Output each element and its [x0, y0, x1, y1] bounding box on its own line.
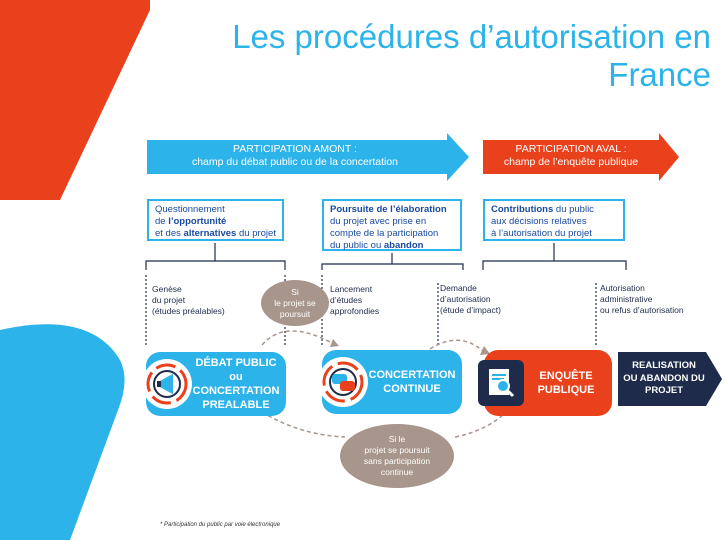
step-lancement-line-1: Lancement — [330, 284, 373, 294]
final-line-3: PROJET — [644, 385, 683, 396]
box-poursuite-line-3: compte de la participation — [330, 228, 439, 239]
box-poursuite-line-1: Poursuite de l’élaboration — [330, 204, 454, 216]
box-contributions-line-3: à l’autorisation du projet — [491, 228, 592, 239]
box-opportunite-line-1: Questionnement — [155, 204, 225, 215]
text-part: de — [155, 216, 169, 227]
text-bold: Contributions — [491, 204, 554, 215]
text-bold: Poursuite de l’élaboration — [330, 204, 447, 215]
step-genese-line-1: Genèse — [152, 284, 182, 294]
oval-top-line-2: le projet se — [274, 297, 316, 308]
step-lancement-line-3: approfondies — [330, 306, 380, 316]
phase-concertation-continue: CONCERTATION CONTINUE — [318, 350, 462, 414]
text-part: et des — [155, 228, 184, 239]
title-line-2: France — [608, 56, 711, 93]
box-poursuite-line-2: du projet avec prise en — [330, 216, 427, 227]
phase-enquete-line-1: ENQUÊTE — [539, 370, 593, 382]
text-part: du public — [553, 204, 594, 215]
phase-debat-line-3: PREALABLE — [202, 399, 270, 411]
final-arrow-label: REALISATION OU ABANDON DU PROJET — [620, 360, 708, 398]
bracket-1 — [145, 260, 286, 270]
step-genese-line-3: (études préalables) — [152, 306, 225, 316]
aval-line-2: champ de l’enquête publique — [503, 156, 639, 168]
box-opportunite: Questionnement de l’opportunité et des a… — [147, 199, 284, 241]
step-autorisation: Autorisation administrative ou refus d’a… — [600, 283, 684, 316]
step-demande-line-2: d’autorisation — [440, 294, 491, 304]
final-line-2: OU ABANDON DU — [623, 372, 705, 384]
amont-arrow — [147, 133, 469, 181]
document-search-icon — [478, 360, 524, 406]
oval-sans-participation: Si le projet se poursuit sans participat… — [340, 424, 454, 488]
step-autorisation-line-1: Autorisation — [600, 283, 645, 293]
step-autorisation-line-2: administrative — [600, 294, 653, 304]
aval-arrow — [483, 133, 679, 181]
oval-bottom-line-2: projet se poursuit — [364, 445, 430, 455]
step-demande: Demande d’autorisation (étude d’impact) — [440, 283, 501, 316]
phase-debat-line-1: DÉBAT PUBLIC ou — [195, 357, 277, 383]
step-lancement-line-2: d’études — [330, 295, 363, 305]
curve-top-1 — [261, 330, 333, 346]
curve-top-2 — [429, 339, 485, 353]
box-contributions-line-1: Contributions du public — [491, 204, 617, 216]
curve-bottom-1 — [261, 411, 346, 438]
chat-bubbles-icon — [318, 357, 368, 407]
box-poursuite: Poursuite de l’élaboration du projet ave… — [322, 199, 462, 251]
arrowhead-1 — [330, 339, 339, 347]
step-demande-line-3: (étude d’impact) — [440, 305, 501, 315]
phase-enquete-publique: ENQUÊTE PUBLIQUE — [478, 350, 612, 416]
phase-debat-line-2: CONCERTATION — [192, 385, 280, 397]
megaphone-icon — [142, 359, 192, 409]
aval-arrow-label: PARTICIPATION AVAL : champ de l’enquête … — [486, 143, 656, 169]
text-bold: l’opportunité — [168, 216, 227, 227]
decor-orange-triangle — [0, 0, 150, 200]
oval-bottom-line-3: sans participation — [363, 456, 431, 466]
text-part: du public ou — [330, 240, 384, 251]
page-title: Les procédures d’autorisation en France — [151, 18, 711, 94]
amont-line-2: champ du débat public ou de la concertat… — [191, 156, 399, 168]
box-opportunite-line-3: et des alternatives du projet — [155, 228, 276, 240]
phase-debat-public: DÉBAT PUBLIC ou CONCERTATION PREALABLE — [142, 352, 286, 416]
step-lancement: Lancement d’études approfondies — [330, 284, 379, 317]
phase-enquete-line-2: PUBLIQUE — [537, 384, 595, 396]
step-genese-line-2: du projet — [152, 295, 186, 305]
box-opportunite-line-2: de l’opportunité — [155, 216, 276, 228]
aval-line-1: PARTICIPATION AVAL : — [515, 143, 627, 155]
final-line-1: REALISATION — [632, 360, 696, 371]
title-line-1: Les procédures d’autorisation en — [232, 18, 711, 55]
oval-bottom-line-4: continue — [380, 467, 414, 477]
footnote: * Participation du public par voie élect… — [160, 522, 281, 528]
oval-bottom-line-1: Si le — [388, 434, 406, 444]
text-bold: abandon — [383, 240, 424, 251]
box-contributions: Contributions du public aux décisions re… — [483, 199, 625, 241]
step-demande-line-1: Demande — [440, 283, 477, 293]
text-part: du projet — [236, 228, 276, 239]
box-contributions-line-2: aux décisions relatives — [491, 216, 587, 227]
decor-blue-shape — [0, 324, 125, 540]
oval-si-poursuit: Si le projet se poursuit — [261, 280, 329, 326]
amont-line-1: PARTICIPATION AMONT : — [233, 143, 357, 155]
step-autorisation-line-3: ou refus d’autorisation — [600, 305, 684, 315]
oval-top-line-1: Si — [291, 286, 299, 297]
phase-concertation-line-1: CONCERTATION — [368, 369, 456, 381]
amont-arrow-label: PARTICIPATION AMONT : champ du débat pub… — [150, 143, 440, 169]
oval-top-line-3: poursuit — [279, 308, 311, 319]
bracket-3 — [482, 260, 627, 270]
step-genese: Genèse du projet (études préalables) — [152, 284, 225, 317]
bracket-2 — [321, 263, 464, 270]
text-bold: alternatives — [183, 228, 237, 239]
box-poursuite-line-4: du public ou abandon — [330, 240, 454, 252]
phase-concertation-line-2: CONTINUE — [383, 383, 441, 395]
final-arrow — [618, 352, 722, 406]
